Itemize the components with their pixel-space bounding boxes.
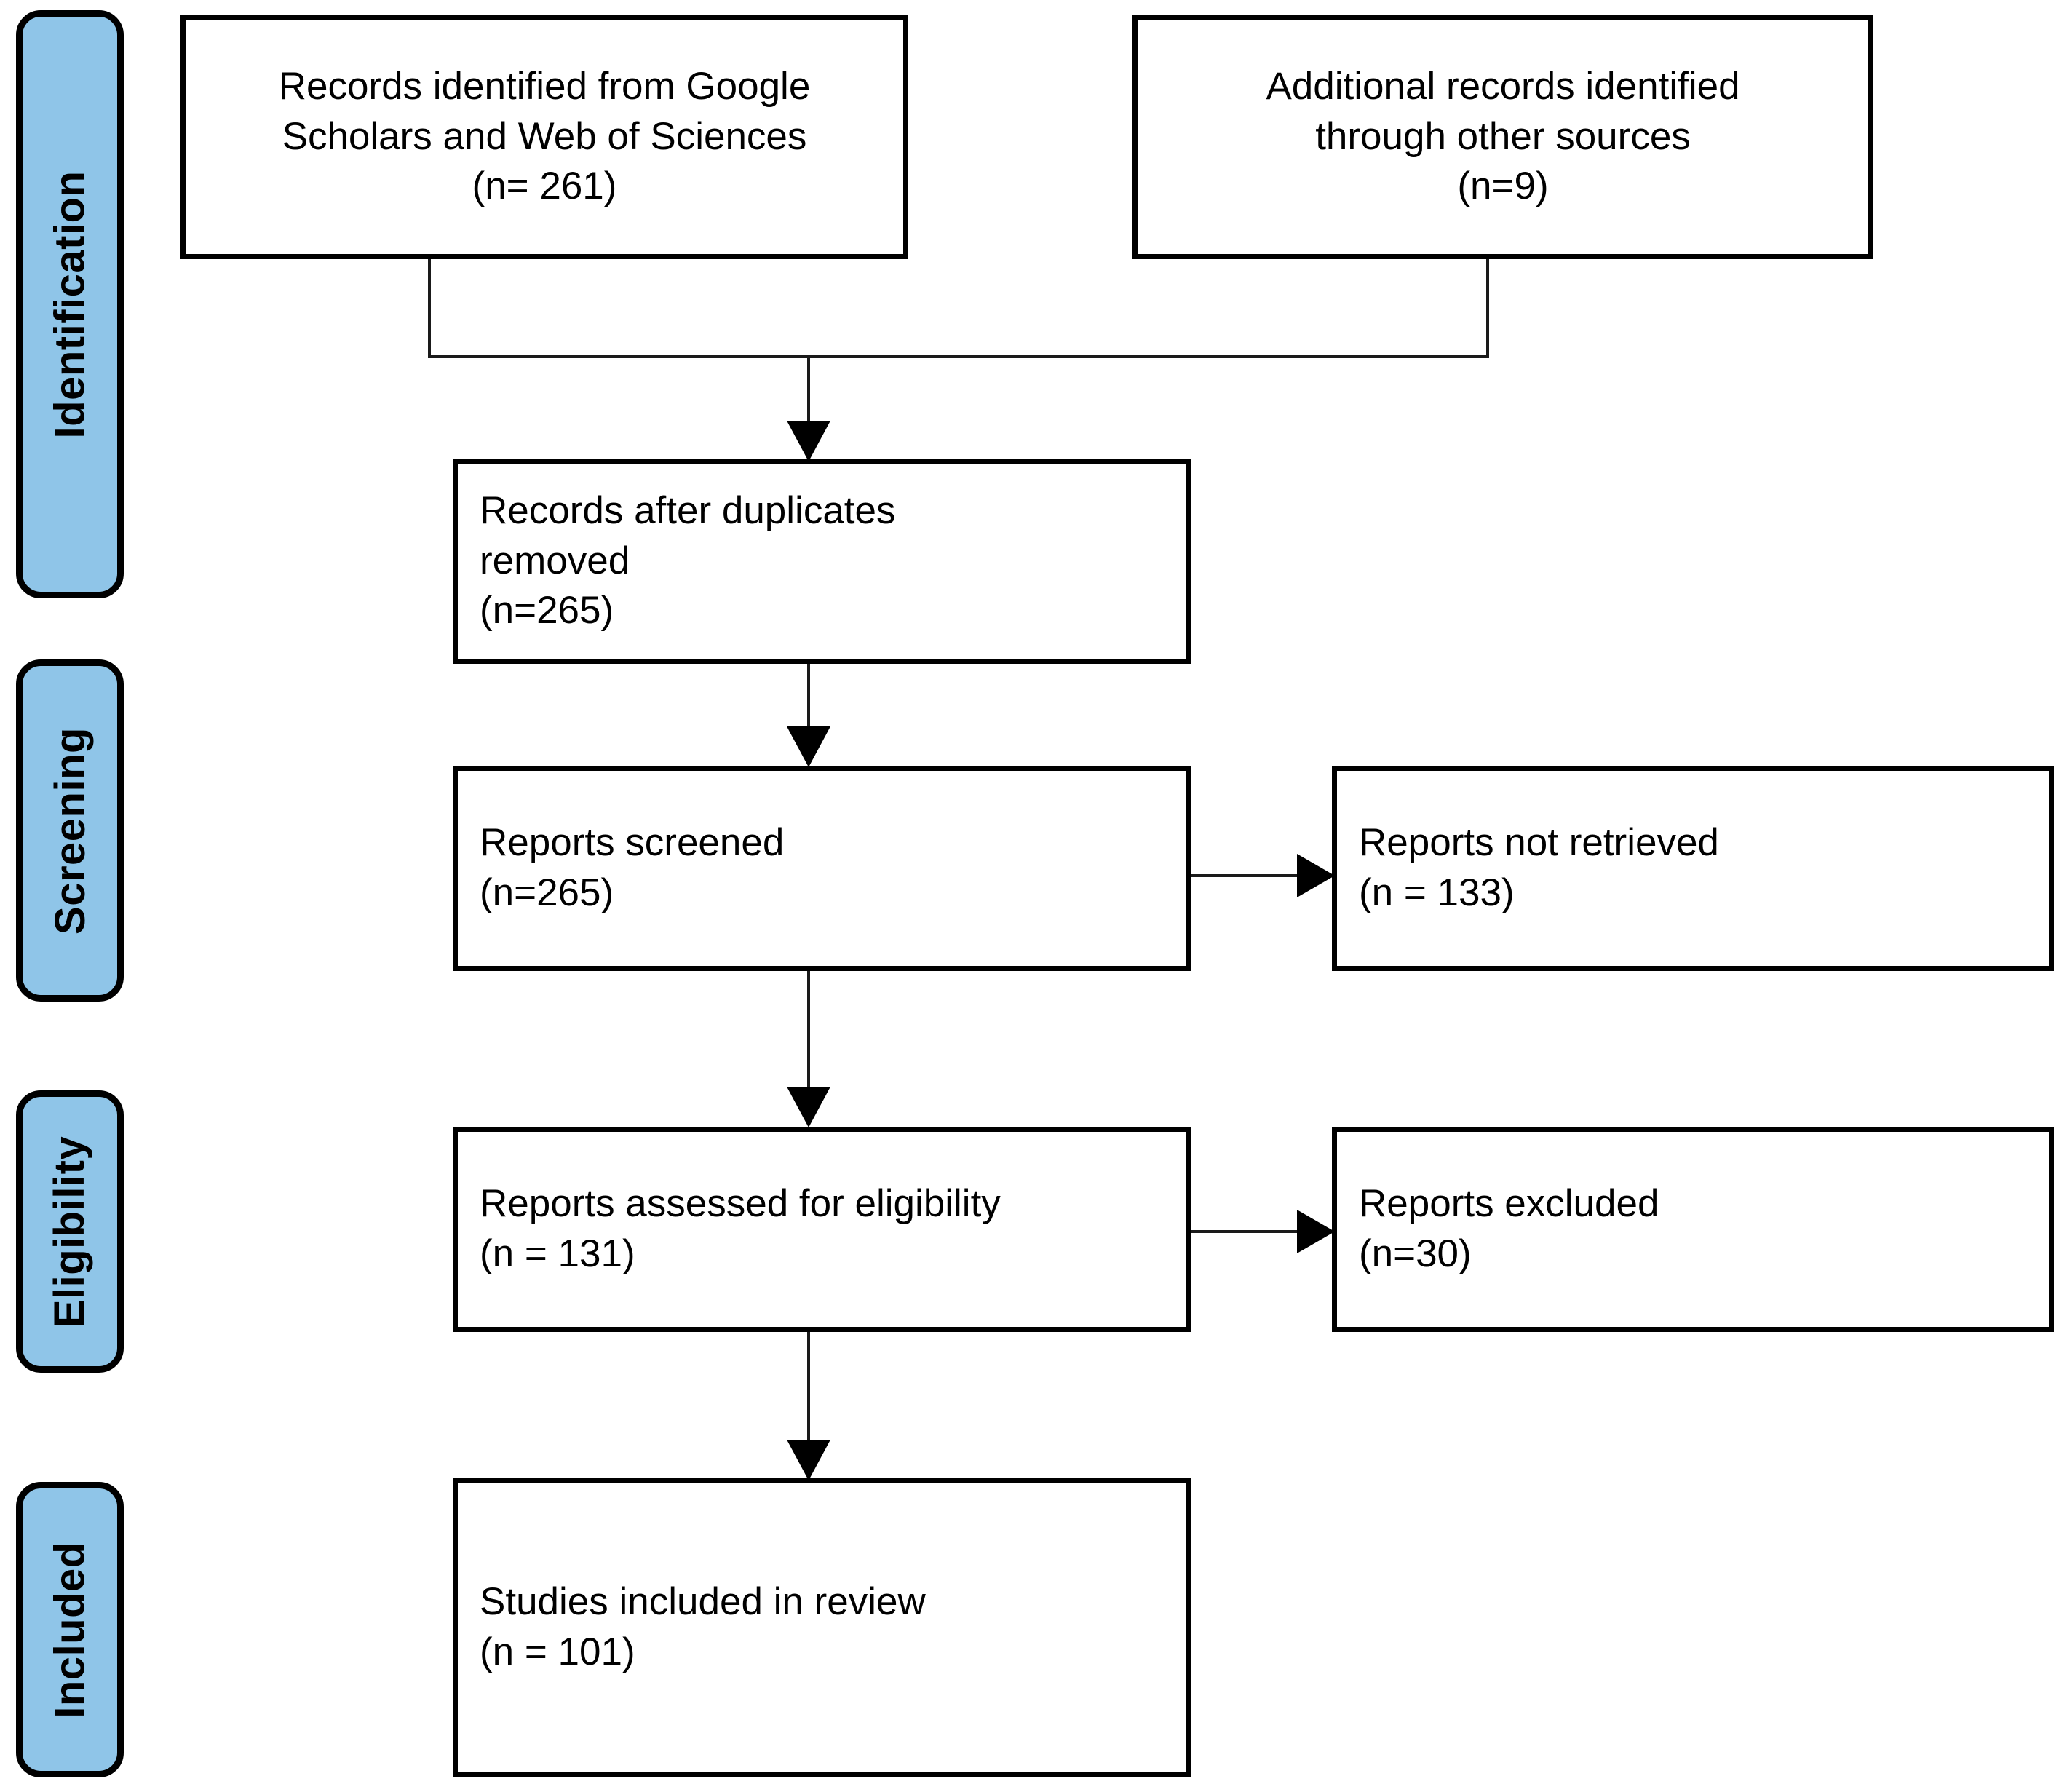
connector-duplicates-to-screened-line: [807, 662, 810, 729]
box-additional-records: Additional records identified through ot…: [1132, 15, 1873, 259]
connector-records-identified-stem: [428, 258, 431, 357]
connector-screened-to-not-retrieved-line: [1191, 874, 1300, 877]
connector-identification-bus: [428, 355, 1489, 358]
stage-label-included: Included: [46, 1541, 94, 1718]
connector-assessed-to-excluded-line: [1191, 1230, 1300, 1233]
box-reports-not-retrieved-text: Reports not retrieved (n = 133): [1359, 821, 1719, 914]
box-reports-screened-text: Reports screened (n=265): [480, 821, 785, 914]
stage-bar-identification: Identification: [16, 10, 124, 598]
connector-duplicates-to-screened-arrowhead: [787, 726, 830, 767]
stage-bar-screening: Screening: [16, 659, 124, 1002]
connector-screened-to-assessed-line: [807, 970, 810, 1090]
box-reports-not-retrieved: Reports not retrieved (n = 133): [1332, 766, 2054, 971]
box-records-identified: Records identified from Google Scholars …: [180, 15, 908, 259]
stage-label-identification: Identification: [46, 170, 94, 438]
stage-label-eligibility: Eligibility: [46, 1135, 94, 1328]
connector-assessed-to-excluded-arrowhead: [1297, 1210, 1335, 1253]
connector-additional-records-stem: [1486, 258, 1489, 357]
connector-to-duplicates-arrowhead: [787, 421, 830, 461]
stage-bar-eligibility: Eligibility: [16, 1090, 124, 1373]
connector-assessed-to-included-line: [807, 1332, 810, 1443]
stage-bar-included: Included: [16, 1482, 124, 1777]
box-studies-included-text: Studies included in review (n = 101): [480, 1580, 926, 1673]
box-additional-records-text: Additional records identified through ot…: [1266, 64, 1740, 208]
box-reports-assessed: Reports assessed for eligibility (n = 13…: [453, 1127, 1191, 1332]
stage-label-screening: Screening: [46, 726, 94, 935]
box-reports-assessed-text: Reports assessed for eligibility (n = 13…: [480, 1182, 1001, 1275]
connector-screened-to-assessed-arrowhead: [787, 1087, 830, 1127]
connector-assessed-to-included-arrowhead: [787, 1440, 830, 1480]
box-reports-excluded-text: Reports excluded (n=30): [1359, 1182, 1659, 1275]
box-studies-included: Studies included in review (n = 101): [453, 1478, 1191, 1777]
box-records-after-duplicates-text: Records after duplicates removed (n=265): [480, 488, 896, 633]
box-records-after-duplicates: Records after duplicates removed (n=265): [453, 459, 1191, 664]
box-records-identified-text: Records identified from Google Scholars …: [278, 64, 811, 208]
connector-to-duplicates-line: [807, 355, 810, 428]
box-reports-screened: Reports screened (n=265): [453, 766, 1191, 971]
box-reports-excluded: Reports excluded (n=30): [1332, 1127, 2054, 1332]
connector-screened-to-not-retrieved-arrowhead: [1297, 854, 1335, 897]
